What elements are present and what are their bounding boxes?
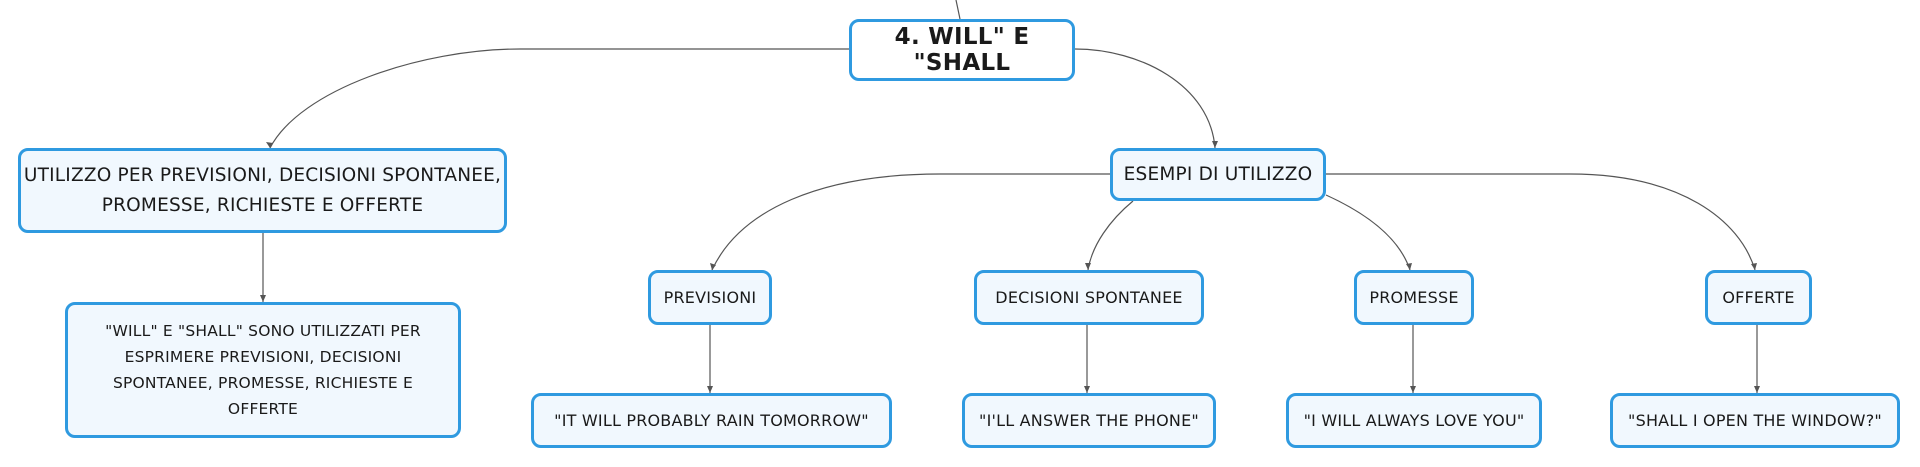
topic-utilizzo-text: UTILIZZO PER PREVISIONI, DECISIONI SPONT… bbox=[24, 161, 501, 221]
subtopic-descrizione-node[interactable]: "WILL" E "SHALL" SONO UTILIZZATI PER ESP… bbox=[65, 302, 461, 438]
arrowhead-decisioni bbox=[1085, 263, 1091, 270]
arrowhead-descrizione bbox=[260, 295, 266, 302]
descrizione-line-1: "WILL" E "SHALL" SONO UTILIZZATI PER bbox=[105, 322, 421, 340]
connector-esempi-to-promesse bbox=[1325, 194, 1411, 271]
descrizione-line-2: ESPRIMERE PREVISIONI, DECISIONI bbox=[124, 348, 402, 366]
arrowhead-offerte bbox=[1751, 263, 1757, 270]
example-promesse-label: "I WILL ALWAYS LOVE YOU" bbox=[1303, 411, 1525, 430]
arrowhead-previsioni bbox=[710, 263, 716, 270]
connector-central-to-uso bbox=[269, 48, 849, 149]
connector-esempi-to-offerte bbox=[1326, 173, 1756, 271]
topic-utilizzo-line-1: UTILIZZO PER PREVISIONI, DECISIONI SPONT… bbox=[23, 164, 502, 186]
subtopic-descrizione-text: "WILL" E "SHALL" SONO UTILIZZATI PER ESP… bbox=[105, 318, 421, 422]
example-offerte-label: "SHALL I OPEN THE WINDOW?" bbox=[1628, 411, 1882, 430]
subtopic-promesse-node[interactable]: PROMESSE bbox=[1354, 270, 1474, 325]
arrowhead-frase-promesse bbox=[1410, 386, 1416, 393]
subtopic-decisioni-node[interactable]: DECISIONI SPONTANEE bbox=[974, 270, 1204, 325]
subtopic-previsioni-label: PREVISIONI bbox=[663, 288, 757, 307]
example-previsioni-node[interactable]: "IT WILL PROBABLY RAIN TOMORROW" bbox=[531, 393, 892, 448]
subtopic-offerte-label: OFFERTE bbox=[1722, 288, 1795, 307]
subtopic-promesse-label: PROMESSE bbox=[1369, 288, 1459, 307]
connector-central-to-esempi bbox=[1074, 48, 1216, 149]
topic-esempi-node[interactable]: ESEMPI DI UTILIZZO bbox=[1110, 148, 1326, 201]
example-offerte-node[interactable]: "SHALL I OPEN THE WINDOW?" bbox=[1610, 393, 1900, 448]
arrowhead-frase-decisioni bbox=[1084, 386, 1090, 393]
subtopic-decisioni-label: DECISIONI SPONTANEE bbox=[995, 288, 1183, 307]
descrizione-line-3: SPONTANEE, PROMESSE, RICHIESTE E bbox=[112, 374, 414, 392]
topic-utilizzo-node[interactable]: UTILIZZO PER PREVISIONI, DECISIONI SPONT… bbox=[18, 148, 507, 233]
descrizione-line-4: OFFERTE bbox=[227, 400, 299, 418]
example-decisioni-node[interactable]: "I'LL ANSWER THE PHONE" bbox=[962, 393, 1216, 448]
connector-esempi-to-previsioni bbox=[711, 173, 1110, 271]
subtopic-offerte-node[interactable]: OFFERTE bbox=[1705, 270, 1812, 325]
topic-utilizzo-line-2: PROMESSE, RICHIESTE E OFFERTE bbox=[101, 194, 424, 216]
arrowhead-frase-offerte bbox=[1754, 386, 1760, 393]
connector-esempi-to-decisioni bbox=[1087, 200, 1134, 271]
example-decisioni-label: "I'LL ANSWER THE PHONE" bbox=[979, 411, 1199, 430]
example-previsioni-label: "IT WILL PROBABLY RAIN TOMORROW" bbox=[554, 411, 869, 430]
arrowhead-uso bbox=[266, 142, 273, 148]
example-promesse-node[interactable]: "I WILL ALWAYS LOVE YOU" bbox=[1286, 393, 1542, 448]
subtopic-previsioni-node[interactable]: PREVISIONI bbox=[648, 270, 772, 325]
central-topic-node[interactable]: 4. WILL" E "SHALL bbox=[849, 19, 1075, 81]
arrowhead-esempi bbox=[1212, 141, 1218, 148]
arrowhead-frase-previsioni bbox=[707, 386, 713, 393]
arrowhead-promesse bbox=[1406, 263, 1412, 270]
central-topic-label: 4. WILL" E "SHALL bbox=[894, 24, 1030, 76]
topic-esempi-label: ESEMPI DI UTILIZZO bbox=[1123, 163, 1313, 185]
connector-from-parent bbox=[955, 0, 961, 20]
